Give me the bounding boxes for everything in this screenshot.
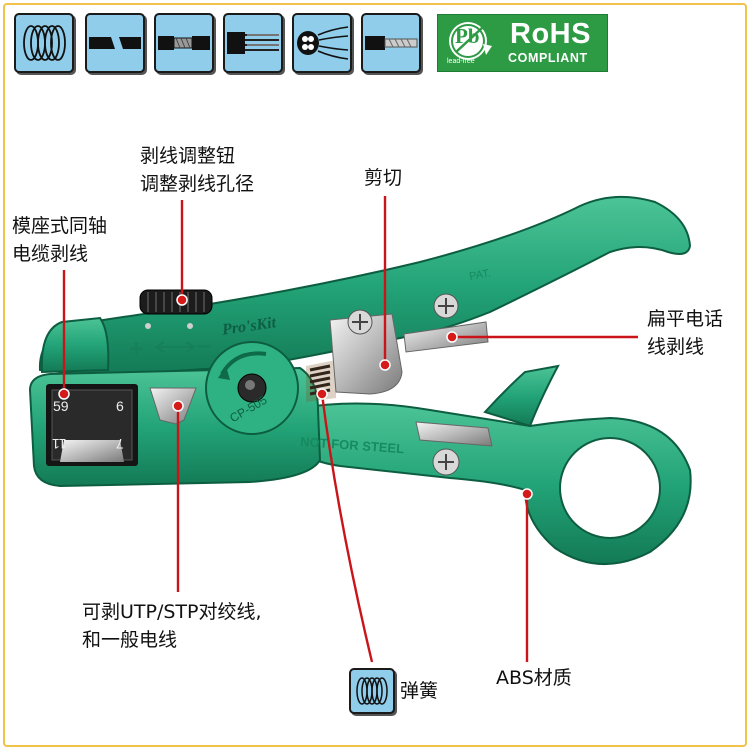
die-number-59: 59 [53, 398, 69, 414]
wire-strand-icon [361, 13, 421, 73]
label-adjust-knob: 剥线调整钮 调整剥线孔径 [140, 145, 255, 195]
spring-icon [349, 668, 395, 714]
flat-cable-icon [85, 13, 145, 73]
finger-ring-hole [559, 437, 661, 539]
ribbon-cable-icon [223, 13, 283, 73]
pb-symbol: Pb [455, 24, 480, 48]
multi-conductor-cable-icon [292, 13, 352, 73]
coiled-cable-icon [14, 13, 74, 73]
label-coax-strip: 模座式同轴 电缆剥线 [12, 215, 108, 265]
not-for-steel-emboss: NOT FOR STEEL [300, 434, 405, 456]
adjust-plus-symbol: + [128, 336, 145, 360]
adjust-knob [139, 289, 213, 315]
spring [309, 364, 331, 396]
lead-free-icon [449, 22, 492, 60]
adjust-minus-symbol: — [196, 336, 212, 355]
label-spring: 弹簧 [400, 680, 439, 702]
stripped-cable-icon [154, 13, 214, 73]
rohs-title: RoHS [510, 18, 591, 50]
label-abs-material: ABS材质 [496, 667, 572, 689]
pat-emboss: PAT. [468, 267, 491, 283]
rohs-subtitle: COMPLIANT [508, 51, 588, 65]
upper-handle [38, 195, 692, 376]
rohs-badge: Pb lead-free RoHS COMPLIANT [437, 14, 608, 72]
label-cut: 剪切 [364, 167, 403, 189]
die-number-6: 6 [116, 398, 124, 414]
label-utp-stp: 可剥UTP/STP对绞线, 和一般电线 [82, 601, 262, 651]
label-flat-cable: 扁平电话 线剥线 [647, 308, 724, 358]
pb-caption: lead-free [447, 58, 475, 65]
